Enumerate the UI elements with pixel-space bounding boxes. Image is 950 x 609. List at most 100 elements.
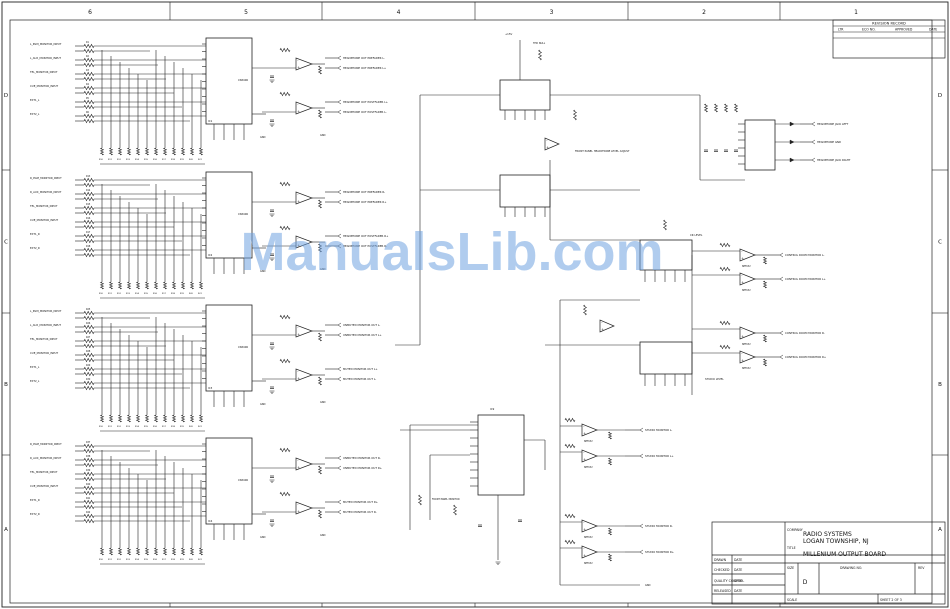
resistor-ref: R12	[117, 293, 122, 295]
op-amp-minus: -	[297, 237, 298, 241]
title-label: TITLE	[786, 546, 796, 550]
sheet-label: SHEET 2 OF 3	[880, 598, 902, 602]
resistor-ref: R20	[189, 293, 194, 295]
ground-symbol	[269, 79, 275, 83]
resistor-ref: R16	[153, 426, 158, 428]
ground-symbol	[269, 390, 275, 394]
resistor	[607, 431, 613, 440]
resistor	[607, 457, 613, 466]
gnd-label: GND	[260, 536, 266, 539]
resistor-ref: R17	[162, 426, 167, 428]
resistor	[83, 504, 95, 510]
op-amp-plus: +	[297, 244, 300, 248]
column-marker-6: 6	[88, 9, 92, 16]
op-amp-minus: -	[583, 547, 584, 551]
input-label: L_AUX_MONITOR_INPUT	[30, 323, 61, 327]
op-amp-plus: +	[583, 528, 586, 532]
op-amp	[295, 457, 313, 471]
resistor	[135, 547, 141, 556]
resistor-ref: R26	[86, 322, 91, 325]
resistor	[564, 513, 576, 519]
resistor	[153, 547, 159, 556]
resistor-ref: R1	[86, 41, 90, 44]
scale-label: SCALE	[787, 598, 797, 602]
rev-label: REV	[918, 566, 925, 570]
op-amp-plus: +	[297, 200, 300, 204]
resistor	[189, 147, 195, 156]
drawn-label: DRAWN	[714, 558, 727, 562]
resistor	[83, 457, 95, 463]
ground-symbol	[269, 523, 275, 527]
resistor	[83, 352, 95, 358]
resistor-ref: R19	[180, 426, 185, 428]
level-control-ic-upper	[499, 79, 551, 111]
resistor-ref: R15	[144, 426, 149, 428]
resistor	[126, 414, 132, 423]
op-amp	[295, 501, 313, 515]
resistor	[83, 310, 95, 316]
resistor-ref: R2	[86, 55, 90, 58]
resistor	[189, 281, 195, 290]
resistor	[83, 476, 95, 482]
connector-arrow	[337, 189, 342, 195]
input-label: EXT2_R	[30, 246, 40, 250]
resistor	[279, 447, 291, 453]
connector-arrow	[337, 65, 342, 71]
resistor	[453, 504, 457, 516]
diode	[789, 121, 795, 127]
resistor	[83, 247, 95, 253]
resistor-ref: R13	[126, 293, 131, 295]
input-label: EXT1_L	[30, 365, 40, 369]
resistor	[83, 485, 95, 491]
connector-arrow	[337, 55, 342, 61]
resistor	[153, 281, 159, 290]
op-amp-plus: +	[741, 335, 744, 339]
resistor-ref: R30	[86, 378, 91, 381]
resistor	[83, 252, 95, 258]
headphone-output-label: HEADPHONE JACK LEFT	[817, 122, 849, 126]
connector-arrow	[337, 509, 342, 515]
op-amp-plus: +	[297, 466, 300, 470]
output-label: MUTED MONITOR OUT L-	[343, 377, 376, 381]
resistor	[83, 118, 95, 124]
op-amp-plus: +	[297, 377, 300, 381]
connector-arrow	[779, 276, 784, 282]
resistor	[180, 414, 186, 423]
input-label: L_PGM_MONITOR_INPUT	[30, 42, 62, 46]
op-amp-plus: +	[583, 554, 586, 558]
output-label: UNMUTED MONITOR OUT L-	[343, 323, 380, 327]
resistor-ref: R25	[86, 308, 91, 311]
resistor	[162, 547, 168, 556]
op-amp-minus: -	[741, 328, 742, 332]
resistor	[317, 509, 323, 519]
resistor-ref: R39	[86, 469, 91, 472]
resistor-ref: R21	[198, 293, 203, 295]
resistor	[117, 414, 123, 423]
connector-arrow	[337, 322, 342, 328]
resistor	[762, 280, 768, 289]
resistor	[538, 49, 542, 61]
output-label: HEADPHONE OUT PREFADER L+	[343, 66, 386, 70]
resistor	[189, 547, 195, 556]
resistor	[583, 304, 587, 316]
resistor	[162, 414, 168, 423]
resistor-ref: R14	[135, 559, 140, 561]
resistor-ref: R13	[126, 159, 131, 161]
input-label: R_PGM_MONITOR_INPUT	[30, 176, 62, 180]
title-block	[711, 521, 946, 605]
output-label: HEADPHONE OUT POSTFADER L+	[343, 100, 388, 104]
resistor	[573, 109, 577, 121]
resistor-ref: R13	[126, 559, 131, 561]
resistor-ref: R41	[86, 497, 91, 500]
date-label-3: DATE	[734, 579, 742, 583]
row-marker-left-A: A	[4, 527, 8, 533]
resistor	[83, 238, 95, 244]
control-room-output-label: CONTROL ROOM MONITOR L+	[785, 277, 826, 281]
resistor	[83, 513, 95, 519]
resistor	[180, 281, 186, 290]
resistor	[317, 243, 323, 253]
connector-arrow	[337, 499, 342, 505]
resistor-ref: R16	[153, 159, 158, 161]
resistor-ref: R29	[86, 364, 91, 367]
